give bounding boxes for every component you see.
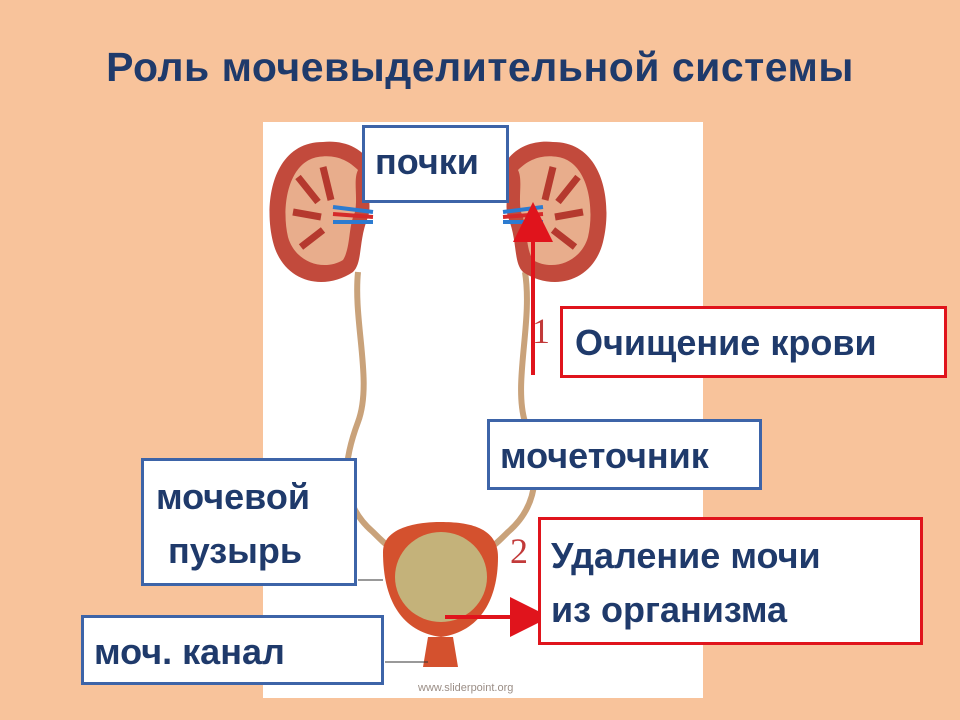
label-ureter: мочеточник: [487, 419, 762, 490]
left-ureter: [343, 271, 405, 552]
label-bladder-line2: пузырь: [168, 530, 303, 571]
right-kidney: [502, 141, 607, 282]
label-bladder: мочевой пузырь: [141, 458, 357, 586]
label-blood-cleaning-text: Очищение крови: [575, 322, 877, 363]
left-kidney: [269, 141, 374, 282]
label-kidneys: почки: [362, 125, 509, 203]
label-urethra: моч. канал: [81, 615, 384, 685]
step-number-2: 2: [510, 531, 528, 571]
watermark: www.sliderpoint.org: [418, 682, 514, 694]
label-urine-removal-line1: Удаление мочи: [551, 535, 821, 576]
slide-title: Роль мочевыделительной системы: [106, 44, 854, 90]
label-kidneys-text: почки: [375, 141, 479, 182]
step-number-1: 1: [532, 311, 550, 351]
right-ureter: [476, 271, 538, 552]
label-ureter-text: мочеточник: [500, 435, 709, 476]
bladder: [383, 522, 498, 667]
label-urine-removal-line2: из организма: [551, 589, 788, 630]
label-bladder-line1: мочевой: [156, 476, 310, 517]
urinary-system-illustration: [269, 141, 607, 667]
label-urine-removal: Удаление мочи из организма: [538, 517, 923, 645]
anatomy-panel: [263, 122, 703, 698]
label-blood-cleaning: Очищение крови: [560, 306, 947, 378]
label-urethra-text: моч. канал: [94, 631, 285, 672]
